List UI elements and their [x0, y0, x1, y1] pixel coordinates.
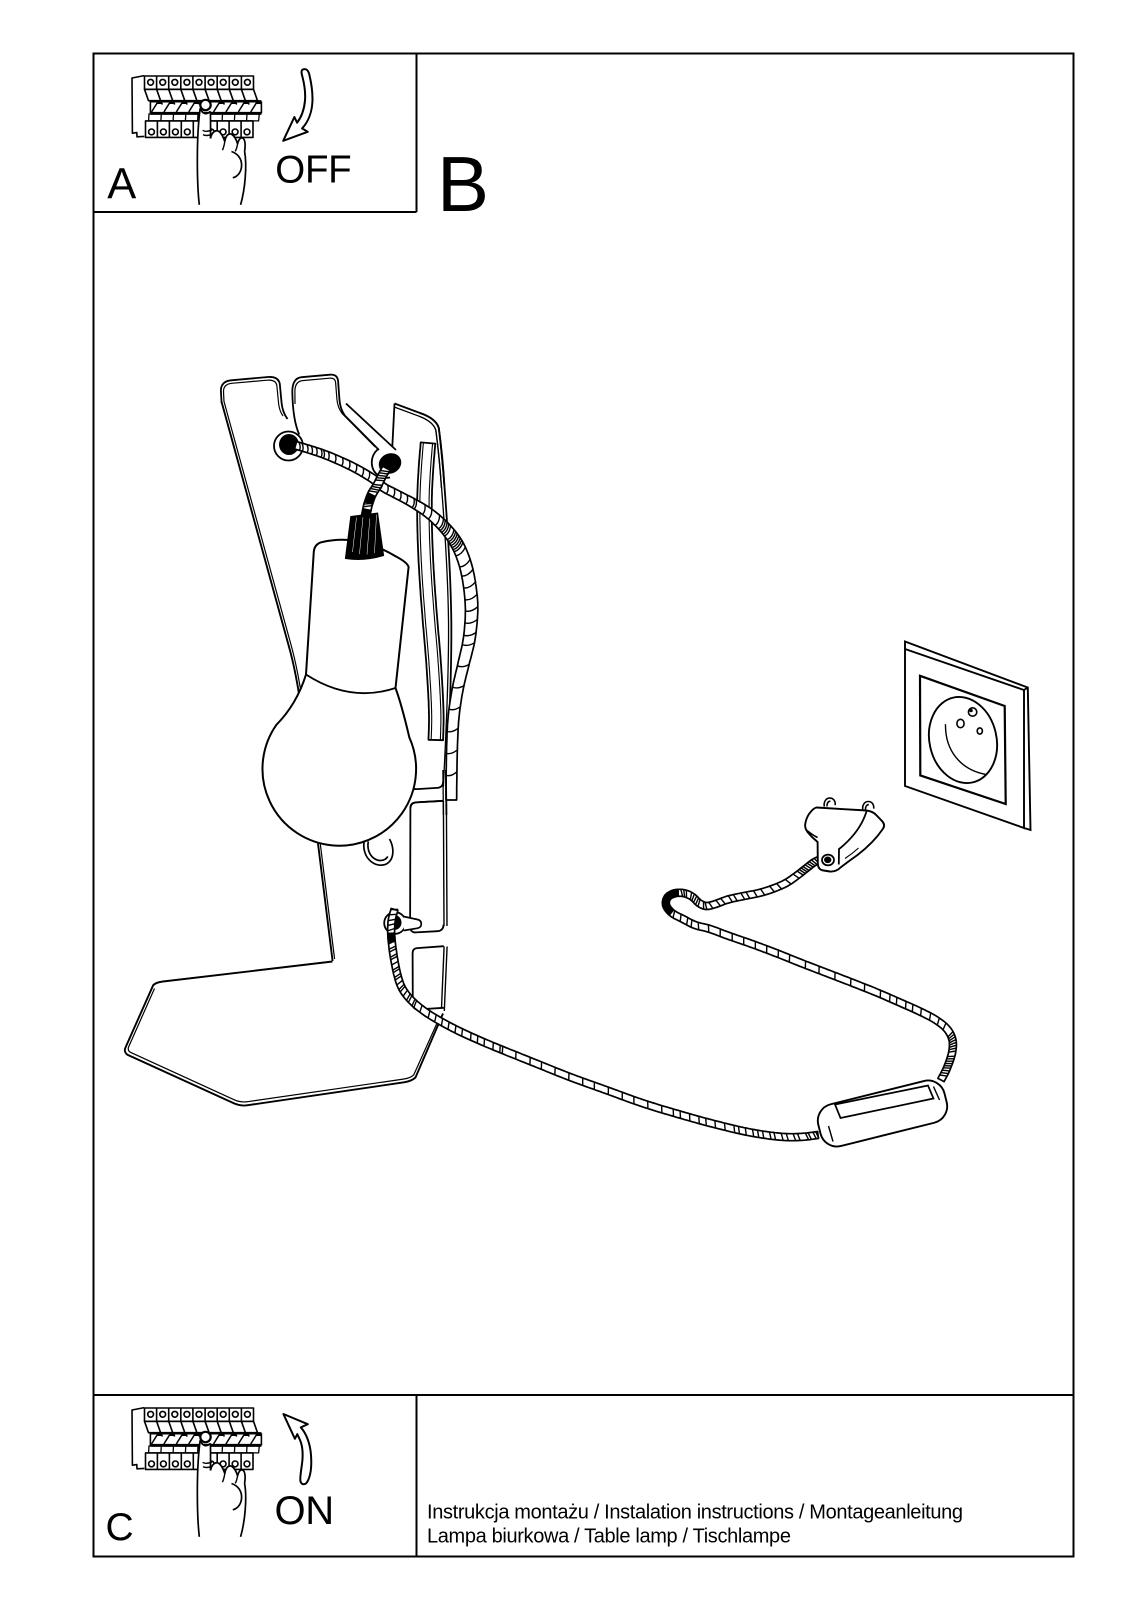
svg-text:Lampa biurkowa / Table lamp /: Lampa biurkowa / Table lamp / Tischlampe [427, 1525, 791, 1547]
svg-text:C: C [106, 1506, 134, 1549]
svg-text:B: B [437, 140, 489, 228]
svg-text:OFF: OFF [275, 148, 351, 191]
svg-text:A: A [107, 161, 136, 209]
svg-text:ON: ON [275, 1489, 334, 1533]
svg-text:Instrukcja montażu / Instalati: Instrukcja montażu / Instalation instruc… [427, 1501, 963, 1523]
